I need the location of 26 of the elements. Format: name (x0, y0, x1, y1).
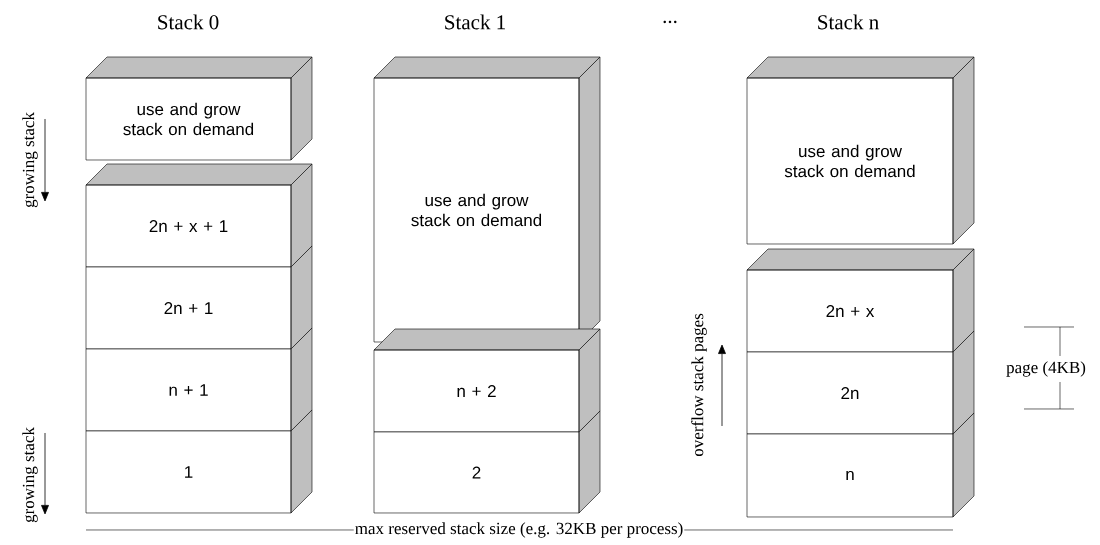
stack-page-box: use and grow stack on demand (85, 56, 313, 161)
stack-page-box: n (746, 412, 975, 518)
annotation: growing stack (22, 112, 38, 208)
stack-page-box: 2n + x (746, 248, 975, 353)
stack-page-box: 2 (373, 410, 601, 514)
node-label: 2n (841, 387, 859, 399)
stack-page-box: 2n (746, 330, 975, 435)
node-label: n + 1 (169, 384, 208, 396)
annotation: growing stack (22, 427, 38, 523)
stack-heading: Stack n (818, 14, 879, 30)
annotation: overflow stack pages (691, 313, 707, 457)
stack-heading: Stack 0 (158, 14, 219, 30)
node-label: 2n + 1 (164, 302, 213, 314)
stack-page-box: n + 2 (373, 328, 601, 433)
stack-heading: Stack 1 (445, 14, 505, 30)
node-label: 2 (472, 466, 481, 479)
stack-heading: ... (663, 20, 677, 24)
annotation: page (4KB) (1006, 361, 1086, 377)
stack-page-box: use and grow stack on demand (373, 56, 601, 343)
stack-page-box: 2n + 1 (85, 245, 313, 350)
stack-page-box: n + 1 (85, 327, 313, 432)
stack-page-box: 2n + x + 1 (85, 163, 313, 268)
node-label: n (846, 470, 854, 481)
node-label: 1 (185, 466, 193, 478)
stack-page-box: use and grow stack on demand (746, 56, 975, 245)
stack-page-box: 1 (85, 409, 313, 514)
